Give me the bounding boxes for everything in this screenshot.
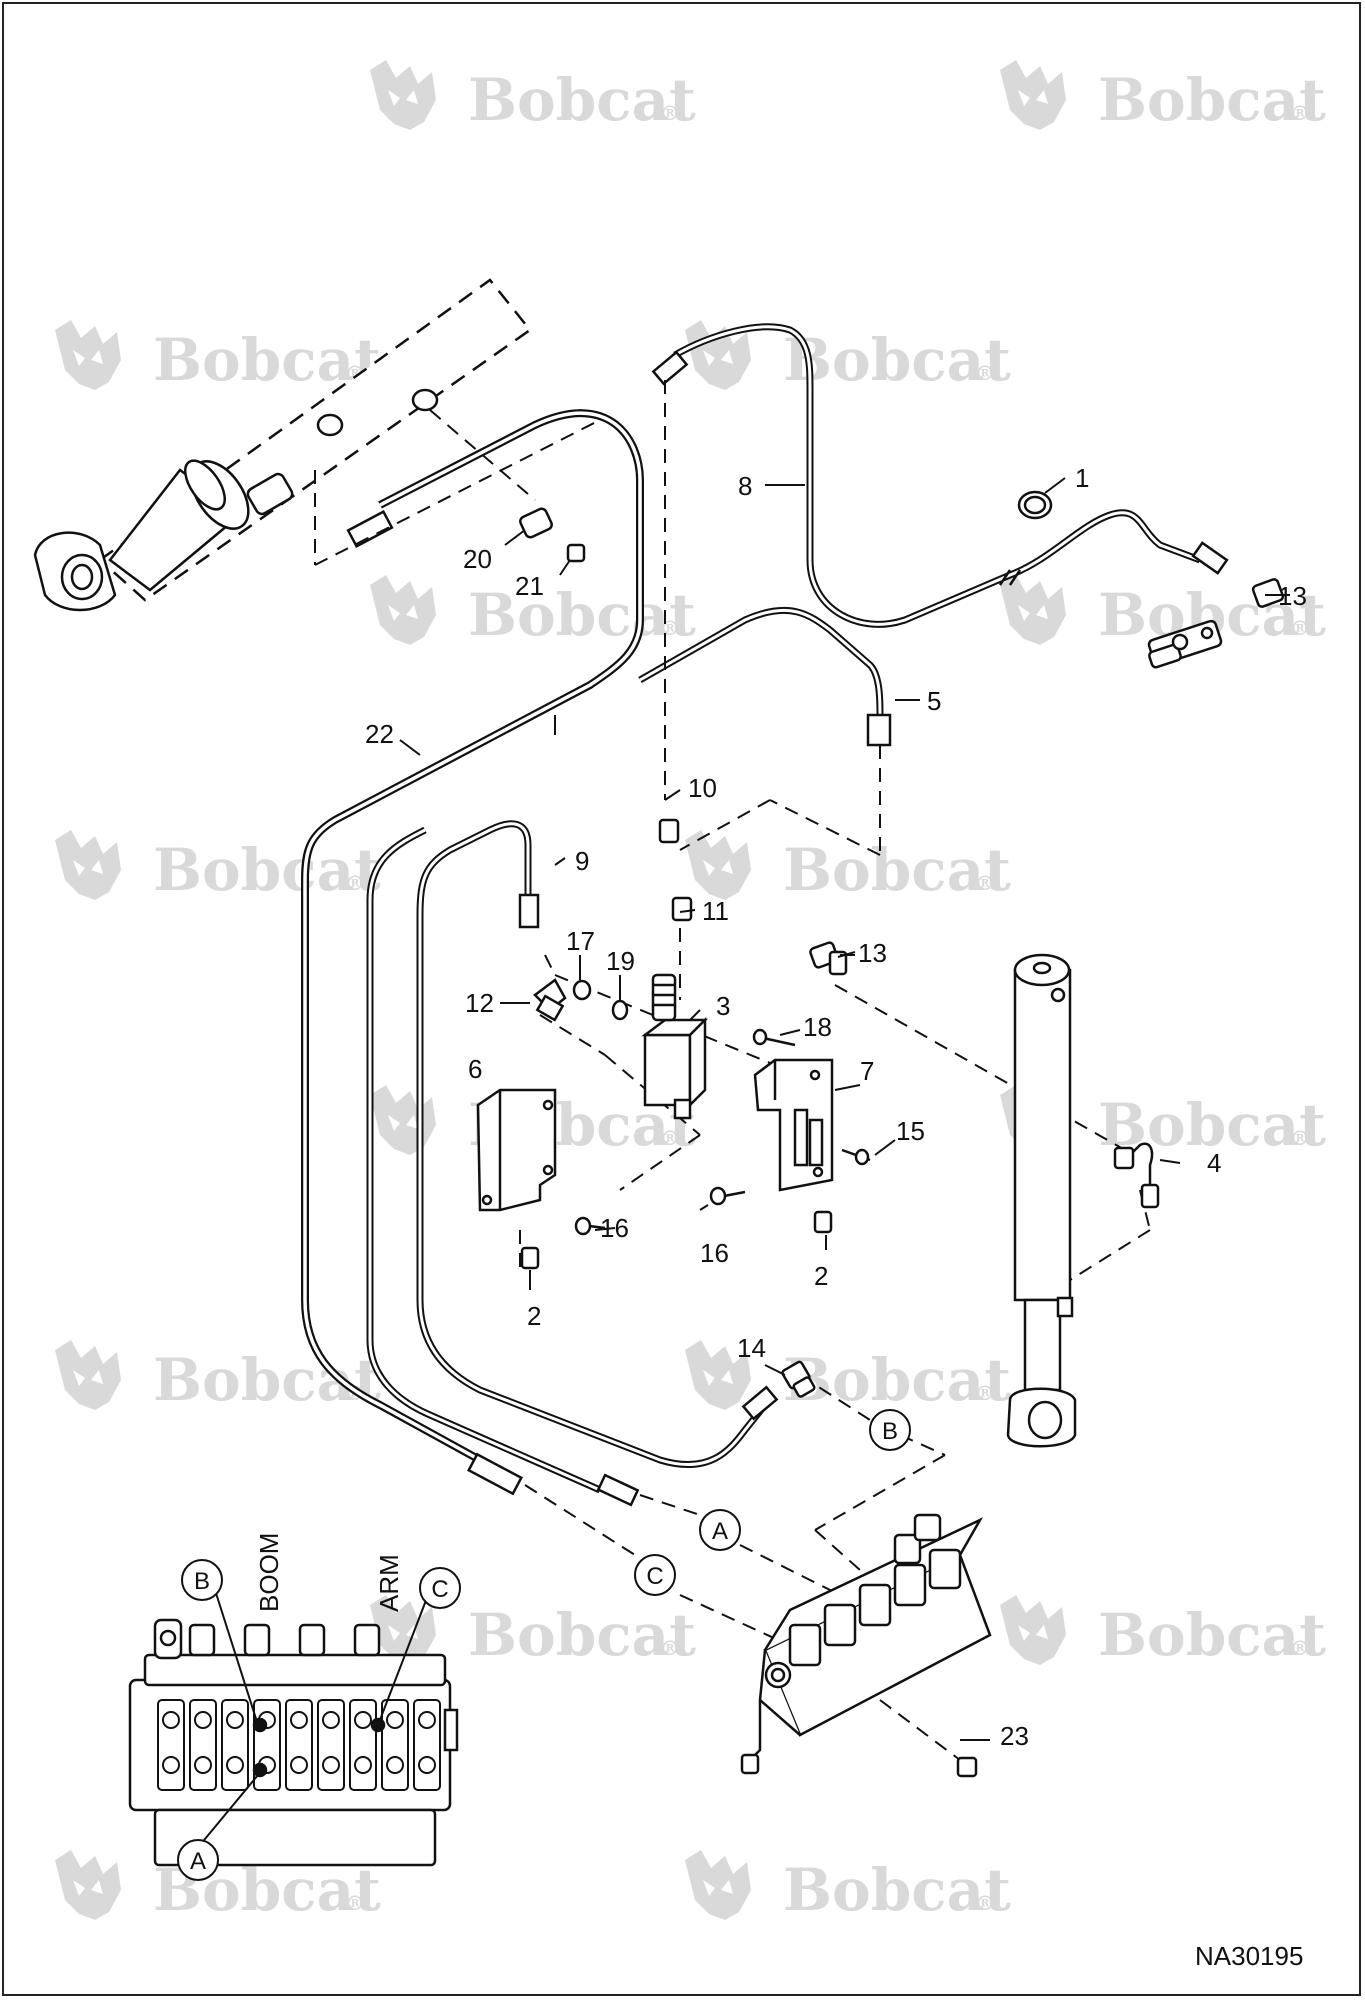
watermark-text: Bobcat [153, 836, 381, 904]
svg-text:C: C [431, 1576, 448, 1603]
svg-text:®: ® [1290, 1126, 1310, 1150]
callout-15: 15 [896, 1116, 925, 1146]
svg-text:®: ® [660, 1636, 680, 1660]
callout-3: 3 [716, 991, 730, 1021]
watermark-text: Bobcat [1098, 1601, 1326, 1669]
circle-ref-a-detail: A [177, 1839, 219, 1881]
svg-text:C: C [646, 1563, 663, 1590]
svg-text:A: A [190, 1848, 206, 1875]
tee-block-13 [1147, 578, 1285, 669]
callout-10: 10 [688, 773, 717, 803]
watermark-text: Bobcat [468, 1601, 696, 1669]
svg-text:®: ® [660, 616, 680, 640]
svg-text:®: ® [975, 361, 995, 385]
watermark-text: Bobcat [468, 581, 696, 649]
drawing-id: NA30195 [1195, 1941, 1303, 1971]
boom-label: BOOM [254, 1533, 284, 1612]
elbow-fitting-12 [533, 978, 567, 1022]
svg-text:®: ® [1290, 616, 1310, 640]
callout-7: 7 [860, 1056, 874, 1086]
watermark-text: Bobcat [783, 836, 1011, 904]
svg-text:A: A [712, 1518, 728, 1545]
detail-leaders [199, 1589, 431, 1846]
callout-13-mid: 13 [858, 938, 887, 968]
callout-20: 20 [463, 544, 492, 574]
watermark-text: Bobcat [1098, 66, 1326, 134]
callout-8: 8 [738, 471, 752, 501]
callout-14: 14 [737, 1333, 766, 1363]
svg-text:®: ® [345, 1891, 365, 1915]
watermark-text: Bobcat [153, 326, 381, 394]
svg-text:B: B [194, 1568, 210, 1595]
callout-6: 6 [468, 1054, 482, 1084]
hose-22 [301, 409, 644, 1496]
svg-text:®: ® [975, 1891, 995, 1915]
arm-label: ARM [374, 1554, 404, 1612]
svg-text:®: ® [1290, 101, 1310, 125]
callout-2-left: 2 [527, 1301, 541, 1331]
callout-5: 5 [927, 686, 941, 716]
callout-16-right: 16 [700, 1238, 729, 1268]
callout-18: 18 [803, 1012, 832, 1042]
circle-ref-b-detail: B [181, 1559, 223, 1601]
hose-5 [366, 607, 892, 1507]
svg-text:®: ® [975, 871, 995, 895]
svg-text:®: ® [1290, 1636, 1310, 1660]
circle-ref-a-top: A [699, 1509, 741, 1551]
bracket-7 [753, 1058, 834, 1234]
callout-12: 12 [465, 988, 494, 1018]
callout-leaders [399, 477, 1290, 1741]
bolts [574, 1028, 871, 1236]
tee-fitting-14 [781, 1360, 816, 1398]
callout-11: 11 [702, 896, 729, 926]
washer-19 [611, 999, 629, 1021]
tube-4 [1113, 1142, 1160, 1209]
callout-21: 21 [515, 571, 544, 601]
solenoid-valve-3 [641, 818, 709, 1120]
callout-17: 17 [566, 926, 595, 956]
watermark-text: Bobcat [468, 66, 696, 134]
hose-8 [651, 323, 1229, 628]
watermark-text: Bobcat [783, 326, 1011, 394]
circle-ref-c-detail: C [419, 1567, 461, 1609]
callout-13-top: 13 [1278, 581, 1307, 611]
callout-22: 22 [365, 719, 394, 749]
main-control-valve [740, 1513, 992, 1778]
circle-ref-b-top: B [869, 1409, 911, 1451]
callout-2-right: 2 [814, 1261, 828, 1291]
svg-text:®: ® [345, 871, 365, 895]
bracket-6 [476, 1088, 557, 1270]
clamp-1 [1017, 490, 1053, 520]
callout-19: 19 [606, 946, 635, 976]
valve-detail-view [128, 1618, 459, 1867]
svg-text:B: B [882, 1418, 898, 1445]
svg-text:®: ® [660, 101, 680, 125]
callout-9: 9 [575, 846, 589, 876]
bolt-21 [566, 543, 586, 563]
callout-16-left: 16 [600, 1213, 629, 1243]
elbow-fitting-13-mid [809, 941, 848, 976]
callout-numbers: 1 8 13 20 21 5 22 10 9 11 13 17 19 12 3 … [365, 463, 1307, 1751]
watermark-text: Bobcat [783, 1856, 1011, 1924]
callout-4: 4 [1207, 1148, 1221, 1178]
callout-23: 23 [1000, 1721, 1029, 1751]
nut-17 [572, 979, 592, 1001]
watermark-text: Bobcat [783, 1346, 1011, 1414]
svg-text:®: ® [660, 1126, 680, 1150]
svg-text:®: ® [975, 1381, 995, 1405]
clip-20 [519, 507, 553, 539]
callout-1: 1 [1075, 463, 1089, 493]
hose-9 [416, 820, 779, 1468]
arm-cylinder [1006, 953, 1077, 1448]
boom-cylinder [33, 278, 532, 612]
circle-ref-c-top: C [634, 1554, 676, 1596]
